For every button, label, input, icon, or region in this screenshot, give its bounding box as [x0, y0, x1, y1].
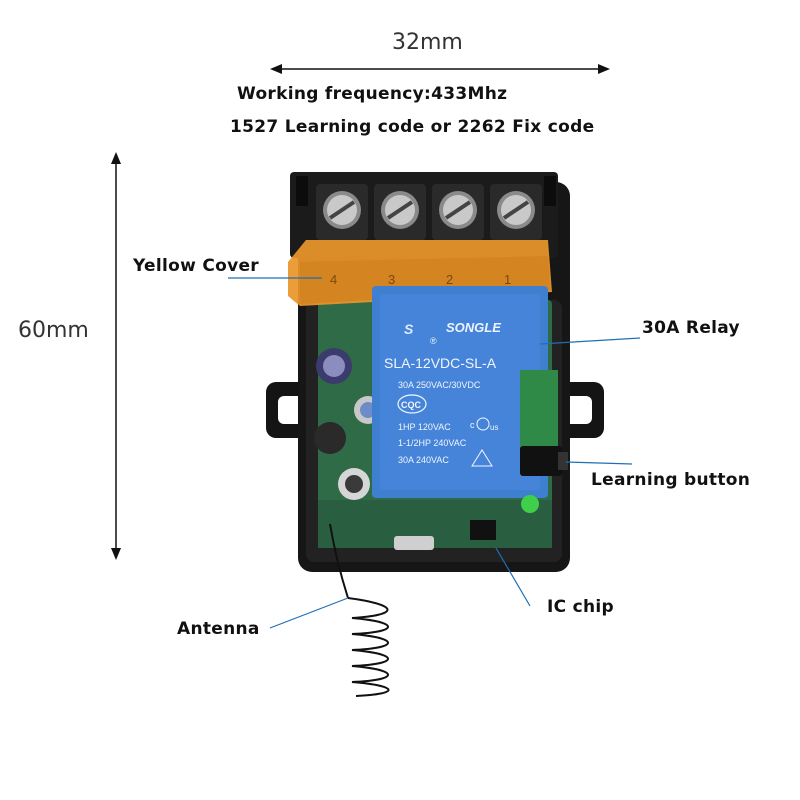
- relay-label: 30A Relay: [642, 318, 740, 338]
- relay: S SONGLE ® SLA-12VDC-SL-A 30A 250VAC/30V…: [372, 286, 558, 498]
- pointer-lines: [228, 277, 641, 629]
- cover-mark-4: 4: [330, 272, 337, 287]
- relay-hp2: 1-1/2HP 240VAC: [398, 438, 467, 448]
- frequency-spec: Working frequency:433Mhz: [237, 84, 508, 104]
- cover-mark-1: 1: [504, 272, 511, 287]
- height-dimension-arrow: [111, 152, 121, 560]
- cover-mark-2: 2: [446, 272, 453, 287]
- relay-ul-c: c: [470, 420, 475, 430]
- relay-brand: SONGLE: [446, 320, 501, 335]
- relay-cert: CQC: [401, 400, 422, 410]
- relay-r-mark: ®: [430, 336, 437, 346]
- ic-chip-part: [394, 520, 496, 550]
- terminal-block: [290, 172, 558, 258]
- led: [521, 495, 539, 513]
- learning-button-part: [520, 446, 568, 476]
- antenna-label: Antenna: [177, 619, 260, 639]
- yellow-cover-label: Yellow Cover: [133, 256, 259, 276]
- code-spec: 1527 Learning code or 2262 Fix code: [230, 117, 595, 137]
- antenna-wire: [329, 523, 390, 697]
- relay-ul-us: us: [490, 423, 498, 432]
- learning-button-label: Learning button: [591, 470, 751, 490]
- cover-mark-3: 3: [388, 272, 395, 287]
- relay-amp: 30A 240VAC: [398, 455, 449, 465]
- relay-model: SLA-12VDC-SL-A: [384, 355, 497, 371]
- ic-chip-label: IC chip: [547, 597, 614, 617]
- width-dimension-label: 32mm: [392, 30, 463, 55]
- svg-text:S: S: [404, 321, 414, 337]
- width-dimension-arrow: [270, 64, 610, 74]
- height-dimension-label: 60mm: [18, 318, 89, 343]
- relay-hp1: 1HP 120VAC: [398, 422, 451, 432]
- relay-rating: 30A 250VAC/30VDC: [398, 380, 481, 390]
